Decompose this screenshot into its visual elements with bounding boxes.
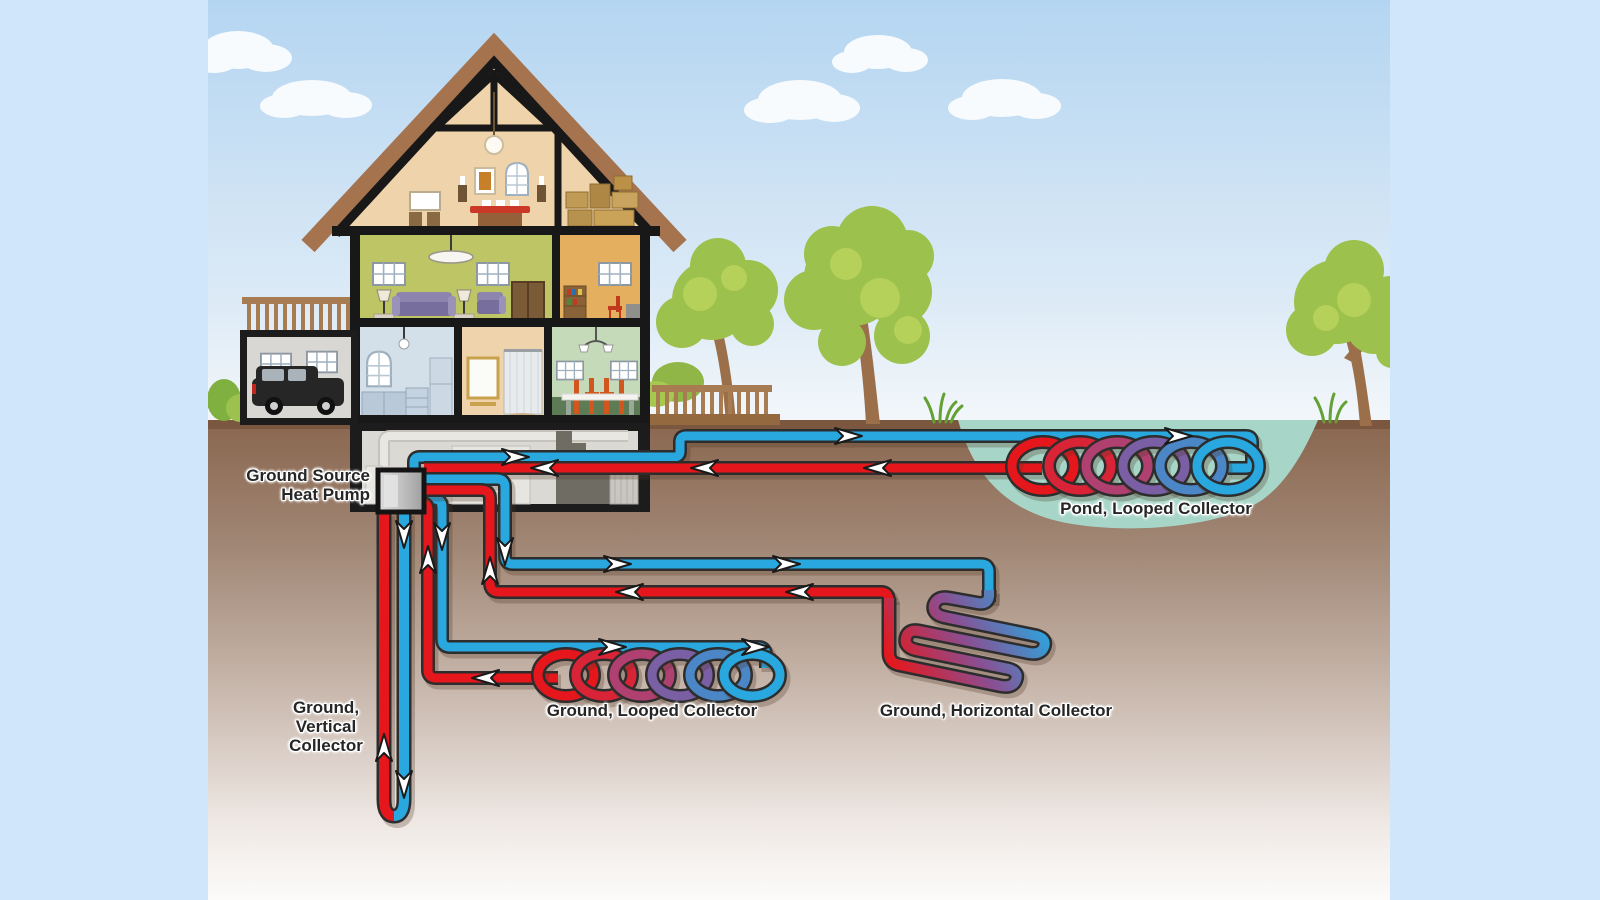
kitchen-furniture: [361, 327, 453, 418]
study-furniture: [563, 262, 640, 320]
tree: [784, 206, 934, 424]
flow-arrow-right: [501, 448, 530, 466]
flow-arrow-down: [496, 537, 514, 566]
clouds: [208, 31, 1061, 123]
suv-car: [252, 366, 344, 415]
mirror: [466, 356, 500, 400]
flow-arrow-left: [863, 459, 892, 477]
sofa: [396, 292, 452, 304]
horizontal-collector-coil: [884, 590, 1050, 692]
vertical-collector-return: [379, 512, 395, 821]
dining-table: [561, 393, 639, 401]
cloud: [744, 80, 860, 123]
diagram-graphics: [208, 0, 1390, 900]
dining-furniture: [552, 327, 640, 416]
flow-arrow-left: [471, 669, 500, 687]
armchair: [477, 292, 503, 302]
attic-lamp: [484, 135, 504, 155]
red-chair: [616, 296, 620, 312]
flow-arrow-right: [598, 638, 627, 656]
garage-balcony: [242, 297, 359, 331]
horizontal-collector-return: [423, 485, 894, 602]
cloud: [948, 79, 1061, 120]
cloud: [832, 35, 928, 73]
illustration: Ground Source Heat Pump Pond, Looped Col…: [208, 0, 1390, 900]
attic-furniture: [409, 92, 639, 228]
grass-tufts: [923, 392, 1348, 424]
pipes: [376, 429, 1270, 828]
flow-arrow-down: [395, 520, 413, 549]
vertical-collector-supply: [393, 512, 409, 821]
horizontal-collector-supply: [423, 474, 994, 602]
ground-looped-coil: [531, 647, 791, 708]
flow-arrow-left: [785, 583, 814, 601]
flow-arrow-left: [530, 459, 559, 477]
flow-arrow-right: [741, 638, 770, 656]
cloud: [260, 80, 372, 118]
cloud: [208, 31, 292, 73]
bathroom-furniture: [466, 349, 543, 419]
flow-arrow-right: [603, 555, 632, 573]
ceiling-lamp: [428, 250, 474, 264]
flow-arrow-up: [419, 545, 437, 574]
flow-arrow-left: [615, 583, 644, 601]
fridge: [429, 357, 453, 418]
flow-arrow-right: [1164, 427, 1193, 445]
flow-arrow-right: [834, 427, 863, 445]
flow-arrow-up: [481, 556, 499, 585]
flow-arrow-right: [772, 555, 801, 573]
flow-arrow-down: [395, 770, 413, 799]
garage: [240, 330, 358, 425]
flow-arrows: [375, 427, 1193, 799]
flow-arrow-up: [375, 733, 393, 762]
pond-looped-coil: [1005, 435, 1270, 502]
right-deck: [650, 385, 780, 425]
ground-surface-line: [208, 420, 1390, 429]
tree: [1286, 240, 1390, 426]
flow-arrow-down: [433, 522, 451, 551]
heat-pump-unit: [375, 467, 427, 515]
flow-arrow-left: [690, 459, 719, 477]
